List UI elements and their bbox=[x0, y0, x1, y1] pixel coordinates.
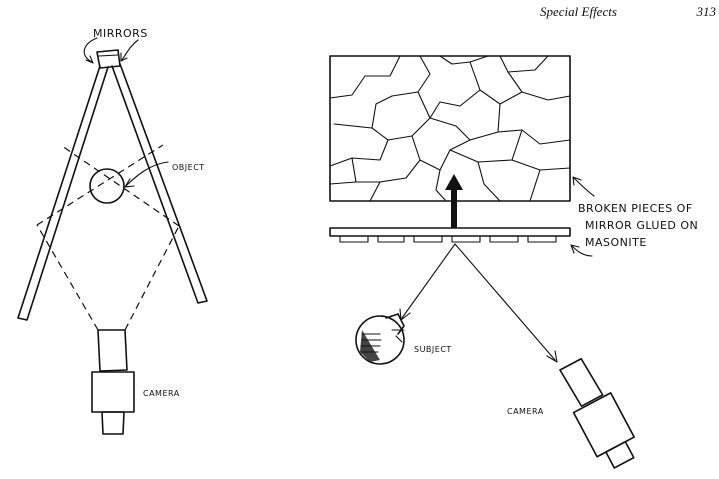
left-camera bbox=[91, 329, 135, 435]
page-number: 313 bbox=[696, 4, 717, 19]
mirrors-pointer-right bbox=[120, 39, 139, 62]
mirrors-label: MIRRORS bbox=[93, 27, 148, 40]
mirror-caption-line-2: MIRROR GLUED ON bbox=[585, 219, 698, 232]
object-label: OBJECT bbox=[172, 163, 205, 172]
masonite-pointer bbox=[570, 244, 593, 257]
left-diagram bbox=[17, 37, 208, 435]
panel-pointer bbox=[572, 176, 595, 197]
object-pointer bbox=[124, 161, 169, 188]
up-arrow bbox=[445, 174, 463, 228]
subject-label: SUBJECT bbox=[414, 345, 452, 354]
masonite-strip bbox=[329, 227, 571, 243]
running-head: Special Effects bbox=[540, 4, 617, 19]
left-mirror-strip bbox=[17, 65, 109, 321]
right-mirror-strip bbox=[111, 63, 208, 304]
object-circle bbox=[89, 168, 125, 204]
mirrors-pointer-left bbox=[83, 37, 98, 64]
reflection-paths bbox=[36, 144, 180, 331]
mirror-caption-line-3: MASONITE bbox=[585, 236, 647, 249]
left-camera-label: CAMERA bbox=[143, 389, 180, 398]
page-header: Special Effects 313 bbox=[540, 4, 716, 20]
broken-mirror-panel bbox=[329, 55, 571, 202]
subject-figure bbox=[355, 313, 405, 365]
mirror-caption-line-1: BROKEN PIECES OF bbox=[578, 202, 693, 215]
right-diagram bbox=[329, 55, 635, 469]
right-camera-label: CAMERA bbox=[507, 407, 544, 416]
path-to-camera bbox=[454, 243, 558, 363]
mirror-block bbox=[96, 49, 121, 69]
path-to-subject bbox=[399, 243, 456, 321]
right-camera bbox=[559, 357, 635, 469]
